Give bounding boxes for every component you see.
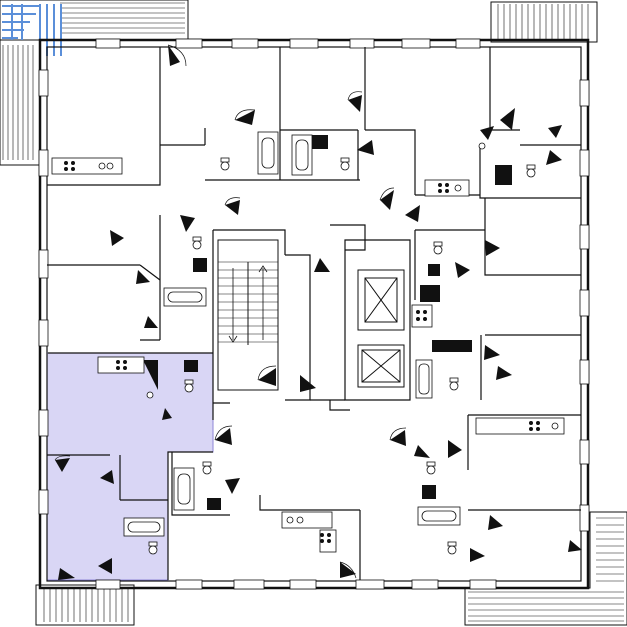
door-arcs: [54, 44, 407, 579]
staircase: [217, 239, 279, 391]
bathtub-fixtures: [123, 131, 461, 537]
compass-icon: [2, 4, 62, 56]
door-swings: [55, 45, 582, 580]
elevator-shaft: [357, 269, 405, 388]
stove-burner-icons: [64, 161, 540, 543]
balcony-top-left: [0, 0, 189, 166]
sink-icons: [98, 142, 559, 524]
balcony-bottom-right: [464, 511, 627, 626]
interior-walls: [47, 47, 581, 580]
kitchen-counters: [51, 157, 565, 553]
exterior-walls: [38, 38, 590, 590]
washer-dark-fixtures: [143, 135, 512, 510]
balcony-bottom-left: [35, 584, 135, 626]
toilet-icons: [148, 157, 536, 555]
balcony-top-right: [490, 1, 598, 43]
